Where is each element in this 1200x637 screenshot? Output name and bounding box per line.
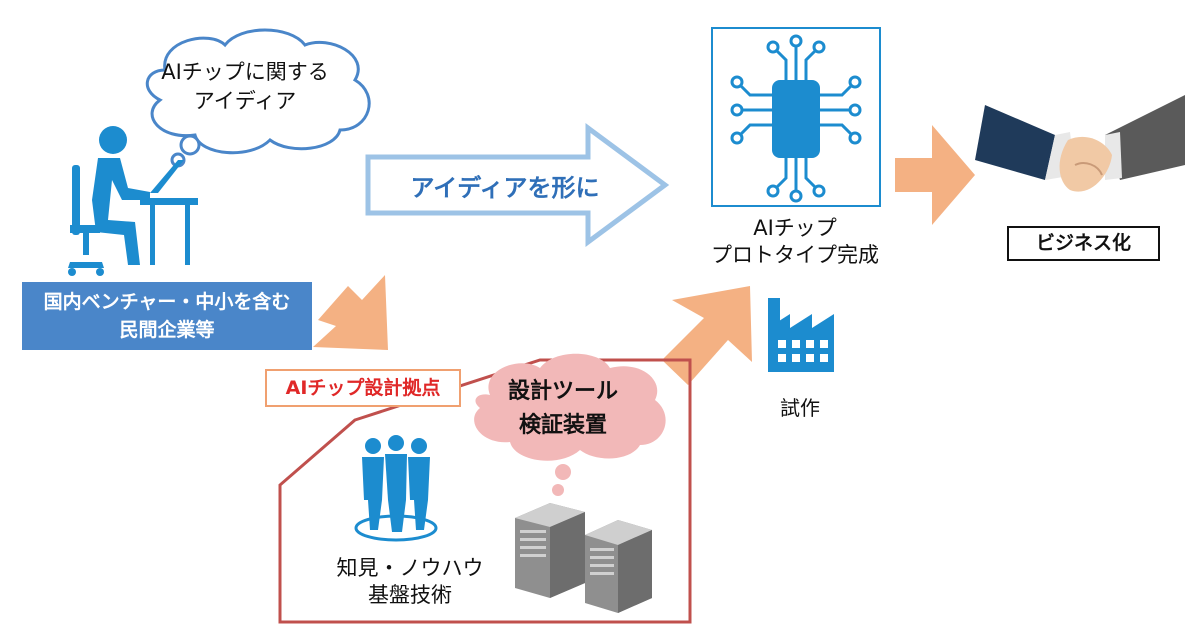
handshake-icon — [975, 95, 1185, 192]
org-box: 国内ベンチャー・中小を含む 民間企業等 — [22, 282, 312, 350]
tools-cloud — [474, 353, 666, 496]
servers-icon — [515, 503, 652, 613]
ai-chip-icon — [711, 27, 881, 207]
design-base-label: AIチップ設計拠点 — [265, 369, 461, 407]
chip-caption: AIチップ プロトタイプ完成 — [690, 215, 900, 269]
thought-bubble-text: AIチップに関する アイディア — [150, 58, 340, 116]
tools-cloud-text: 設計ツール 検証装置 — [488, 375, 638, 443]
org-box-line2: 民間企業等 — [119, 319, 215, 341]
org-box-line1: 国内ベンチャー・中小を含む — [43, 291, 291, 313]
arrow-base-to-chip — [662, 286, 752, 385]
arrow-to-business — [895, 125, 975, 225]
person-at-desk-icon — [68, 126, 198, 276]
chip-caption-line1: AIチップ — [753, 216, 837, 240]
thought-bubble — [146, 28, 371, 168]
tools-cloud-line2: 検証装置 — [518, 413, 607, 438]
tools-cloud-line1: 設計ツール — [507, 379, 618, 404]
thought-bubble-line2: アイディア — [193, 89, 297, 113]
chip-caption-line2: プロトタイプ完成 — [711, 243, 879, 267]
knowhow-caption: 知見・ノウハウ 基盤技術 — [320, 555, 500, 609]
business-label: ビジネス化 — [1007, 226, 1160, 261]
idea-arrow-label: アイディアを形に — [410, 174, 600, 202]
design-base-frame — [278, 358, 692, 624]
knowhow-line1: 知見・ノウハウ — [336, 556, 484, 580]
factory-icon — [768, 298, 834, 372]
people-group-icon — [354, 435, 438, 542]
thought-bubble-line1: AIチップに関する — [161, 60, 329, 84]
knowhow-line2: 基盤技術 — [368, 583, 452, 607]
idea-arrow — [365, 123, 670, 247]
factory-caption: 試作 — [780, 396, 820, 420]
arrow-org-to-base — [313, 275, 388, 350]
